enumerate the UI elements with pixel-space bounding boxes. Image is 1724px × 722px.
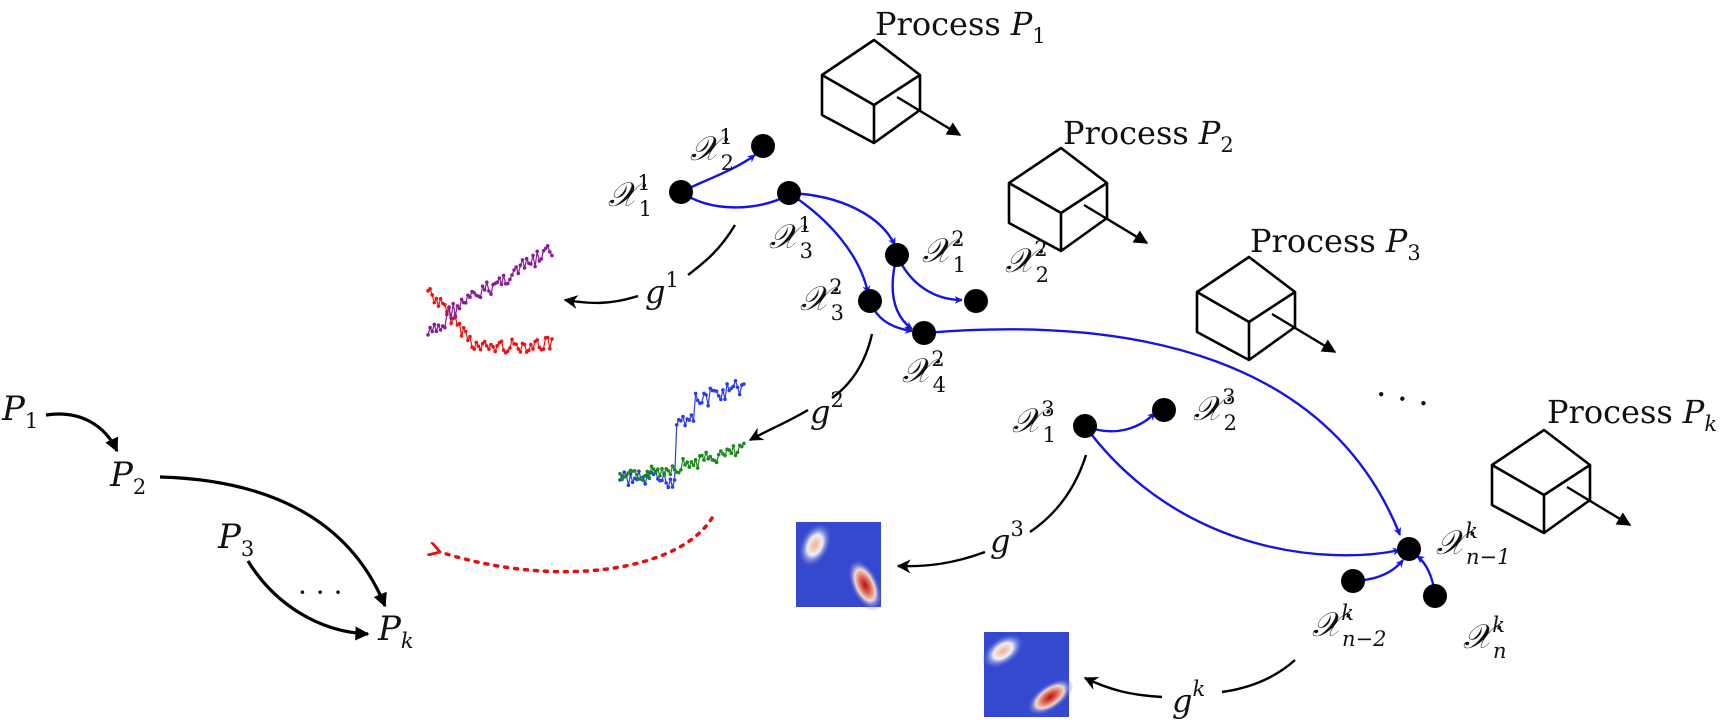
g2-label: g2: [810, 388, 844, 431]
node-x12: [885, 243, 909, 267]
dag-edge-p1-p2: [45, 412, 119, 453]
heatmap-2-blob-a: [981, 633, 1025, 669]
series-green-points: [618, 441, 746, 483]
node-xnk: [1423, 584, 1447, 608]
mapping-arrows: g1 g2 g3 gk: [563, 224, 1296, 720]
edge-x31-x32: [788, 191, 871, 294]
cube-icon: [820, 38, 922, 145]
g3-stroke-in: [1029, 454, 1088, 533]
gk-label: gk: [1172, 677, 1205, 720]
g3-label: g3: [990, 517, 1024, 560]
node-x11: [669, 180, 693, 204]
node-x32: [858, 289, 882, 313]
dashed-return-arrow: [440, 516, 714, 574]
heatmap-thumb-2: [981, 632, 1074, 717]
dag-p1: P1: [1, 389, 38, 433]
dag-p3: P3: [217, 517, 254, 561]
edge-x42-xn1k: [923, 328, 1402, 536]
timeseries-thumb-2: [618, 378, 746, 490]
dag-edge-p3-pk: [246, 560, 370, 641]
g2-arrow: [748, 408, 809, 442]
observation-nodes: [669, 134, 1447, 608]
g1-label: g1: [645, 268, 679, 311]
series-purple-points: [426, 244, 554, 337]
node-x13: [1073, 414, 1097, 438]
dag-edge-p2-pk: [159, 475, 387, 608]
timeseries-thumb-1: [426, 244, 554, 355]
edge-x31-x12: [788, 191, 897, 246]
dag-pk: Pk: [377, 609, 414, 653]
heatmap-1-blob-a: [798, 522, 832, 568]
gk-arrow: [1083, 676, 1163, 699]
process-dag: P1 P2 P3 Pk · · ·: [1, 389, 414, 653]
arrow-icon: [1083, 203, 1149, 245]
node-x21: [751, 134, 775, 158]
edge-x13-xn1k: [1084, 425, 1401, 557]
gk-stroke-in: [1221, 659, 1296, 694]
series-red-points: [426, 287, 554, 355]
arrow-icon: [1566, 485, 1632, 527]
dag-p2: P2: [109, 455, 146, 499]
heatmap-2-blob-b: [1026, 678, 1074, 716]
heatmap-thumb-1: [796, 522, 883, 612]
cube-icon: [1490, 428, 1592, 535]
g3-arrow: [896, 550, 986, 574]
node-xn2k: [1341, 569, 1365, 593]
node-x22: [964, 289, 988, 313]
g1-stroke-in: [687, 224, 737, 276]
series-blue-points: [618, 379, 746, 490]
g2-stroke-in: [831, 333, 874, 399]
node-x31: [777, 181, 801, 205]
dag-ellipsis: · · ·: [298, 576, 343, 609]
process-ellipsis: · · ·: [1372, 374, 1433, 424]
node-x42: [912, 321, 936, 345]
cube-icon: [1195, 255, 1297, 362]
node-xn1k: [1397, 537, 1421, 561]
arrow-icon: [896, 95, 962, 137]
cube-icon: [1007, 146, 1109, 253]
node-x23: [1152, 398, 1176, 422]
edge-x11-x31: [680, 191, 790, 209]
g1-arrow: [563, 294, 639, 309]
heatmap-1-blob-b: [847, 558, 883, 612]
arrow-icon: [1271, 312, 1337, 354]
